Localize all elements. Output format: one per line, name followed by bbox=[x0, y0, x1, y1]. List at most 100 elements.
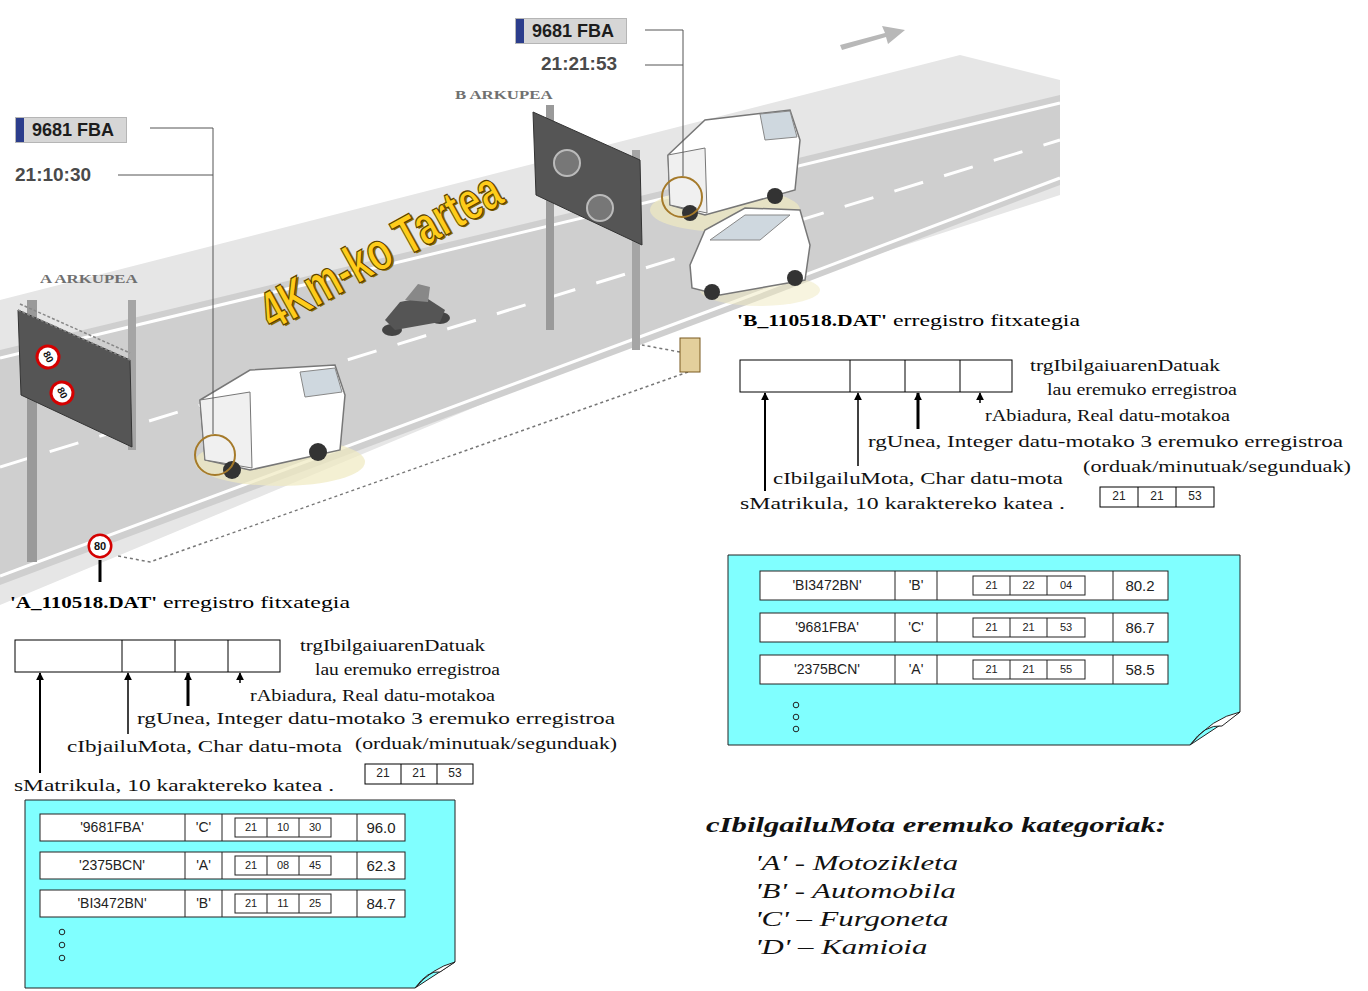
data-sheet-b-part bbox=[973, 576, 1085, 595]
hour-cell: 21 bbox=[245, 821, 257, 834]
record-structure-a-part bbox=[228, 640, 229, 672]
data-sheet-a-part bbox=[59, 942, 65, 948]
record-structure-a-part bbox=[437, 764, 438, 784]
category-item: 'D' – Kamioia bbox=[755, 934, 927, 959]
record-structure-b-part bbox=[1100, 487, 1214, 507]
minute-cell: 21 bbox=[1022, 621, 1034, 634]
hour-cell: 21 bbox=[985, 663, 997, 676]
control-cabinet-part bbox=[642, 345, 680, 352]
data-sheet-b-part bbox=[728, 555, 1240, 745]
record-structure-a-part bbox=[15, 640, 280, 672]
record-structure-a-part bbox=[127, 673, 129, 734]
file-caption: erregistro fitxategia bbox=[893, 311, 1080, 331]
sign-ring bbox=[33, 342, 63, 372]
record-structure-a-part bbox=[122, 640, 123, 672]
field-note: (orduak/minutuak/segunduak) bbox=[1083, 457, 1351, 477]
type-cell: 'B' bbox=[909, 577, 924, 593]
second-cell: 53 bbox=[1060, 621, 1072, 634]
field-label: rgUnea, Integer datu-motako 3 eremuko er… bbox=[868, 432, 1343, 452]
plate-cell: '9681FBA' bbox=[795, 619, 859, 635]
record-structure-b-part bbox=[764, 393, 766, 491]
file-caption: erregistro fitxategia bbox=[163, 593, 350, 613]
control-cabinet bbox=[100, 338, 700, 582]
gantry-b bbox=[533, 105, 642, 350]
hour-cell: 21 bbox=[985, 621, 997, 634]
plate-number: 9681 FBA bbox=[32, 119, 114, 141]
category-item: 'B' - Automobila bbox=[755, 878, 956, 903]
data-sheet-b-part bbox=[973, 660, 1085, 679]
file-name: 'B_110518.DAT' bbox=[737, 311, 887, 331]
leader-line-part bbox=[118, 175, 213, 176]
example-time-cell: 21 bbox=[412, 767, 425, 781]
data-sheet-a-part bbox=[235, 894, 331, 913]
category-heading: cIbilgailuMota eremuko kategoriak: bbox=[706, 812, 1166, 837]
second-cell: 04 bbox=[1060, 579, 1072, 592]
gantry-b-part bbox=[587, 195, 613, 221]
example-time-cell: 53 bbox=[448, 767, 461, 781]
speed-limit-sign: 80 bbox=[30, 339, 65, 374]
example-time-cell: 21 bbox=[1112, 490, 1125, 504]
sign-ring bbox=[47, 378, 77, 408]
road-part bbox=[0, 178, 1060, 576]
speed-cell: 62.3 bbox=[366, 857, 395, 874]
gantry-name: A ARKUPEA bbox=[40, 273, 138, 287]
field-label: rAbiadura, Real datu-motakoa bbox=[250, 686, 495, 706]
plate-cell: '9681FBA' bbox=[80, 819, 144, 835]
record-structure-a-part bbox=[239, 673, 241, 683]
car-part bbox=[710, 215, 790, 240]
speed-cell: 96.0 bbox=[366, 819, 395, 836]
license-plate: 9681 FBA bbox=[15, 117, 127, 143]
gantry-a bbox=[18, 300, 136, 562]
minute-cell: 21 bbox=[1022, 663, 1034, 676]
example-time-cell: 21 bbox=[1150, 490, 1163, 504]
minute-cell: 11 bbox=[277, 897, 288, 910]
van-a-part bbox=[195, 435, 235, 475]
gantry-a-part bbox=[18, 304, 130, 360]
minute-cell: 10 bbox=[277, 821, 289, 834]
type-cell: 'B' bbox=[196, 895, 211, 911]
field-note: (orduak/minutuak/segunduak) bbox=[355, 734, 617, 754]
data-sheet-b-part bbox=[793, 714, 799, 720]
record-structure-a-part bbox=[175, 640, 176, 672]
van-b-part bbox=[760, 111, 797, 140]
field-label: rgUnea, Integer datu-motako 3 eremuko er… bbox=[137, 709, 615, 729]
second-cell: 45 bbox=[309, 859, 321, 872]
hour-cell: 21 bbox=[985, 579, 997, 592]
plate-number: 9681 FBA bbox=[532, 20, 614, 42]
record-structure-b-part bbox=[917, 393, 920, 429]
leader-line-part bbox=[150, 128, 213, 434]
motorbike bbox=[382, 284, 450, 336]
plate-cell: 'BI3472BN' bbox=[77, 895, 146, 911]
minute-cell: 22 bbox=[1022, 579, 1034, 592]
data-sheet-a-part bbox=[235, 856, 331, 875]
record-structure-b-part bbox=[1176, 487, 1177, 507]
car-part bbox=[787, 270, 803, 286]
plate-cell: 'BI3472BN' bbox=[792, 577, 861, 593]
data-sheet-a-part bbox=[185, 814, 357, 917]
plate-cell: '2375BCN' bbox=[79, 857, 145, 873]
category-item: 'C' – Furgoneta bbox=[755, 906, 948, 931]
data-sheet-b-part bbox=[793, 702, 799, 708]
car-part bbox=[690, 208, 810, 295]
type-cell: 'C' bbox=[908, 619, 923, 635]
leader-line bbox=[118, 30, 683, 434]
data-sheet-a-part bbox=[59, 955, 65, 961]
record-structure-b-part bbox=[740, 360, 1012, 392]
data-sheet-a-part bbox=[235, 818, 331, 837]
record-structure-b-part bbox=[1138, 487, 1139, 507]
van-a-part bbox=[309, 443, 327, 461]
pass-time: 21:10:30 bbox=[15, 164, 91, 186]
minute-cell: 08 bbox=[277, 859, 289, 872]
car bbox=[690, 208, 810, 300]
field-label: cIbilgailuMota, Char datu-mota bbox=[773, 469, 1063, 489]
data-sheet-b-part bbox=[793, 726, 799, 732]
record-structure-a-part bbox=[39, 673, 41, 773]
record-structure-b-part bbox=[857, 393, 859, 466]
field-label: cIbjailuMota, Char datu-mota bbox=[67, 737, 342, 757]
section-length-title: 4Km-ko Tartea bbox=[248, 158, 512, 342]
data-sheet-a bbox=[25, 800, 455, 988]
record-type-name: trgIbilgaiuarenDatuak bbox=[1030, 356, 1220, 376]
data-sheet-b-part bbox=[1010, 576, 1047, 679]
control-cabinet-part bbox=[680, 338, 700, 372]
data-sheet-b-part bbox=[1190, 712, 1240, 745]
